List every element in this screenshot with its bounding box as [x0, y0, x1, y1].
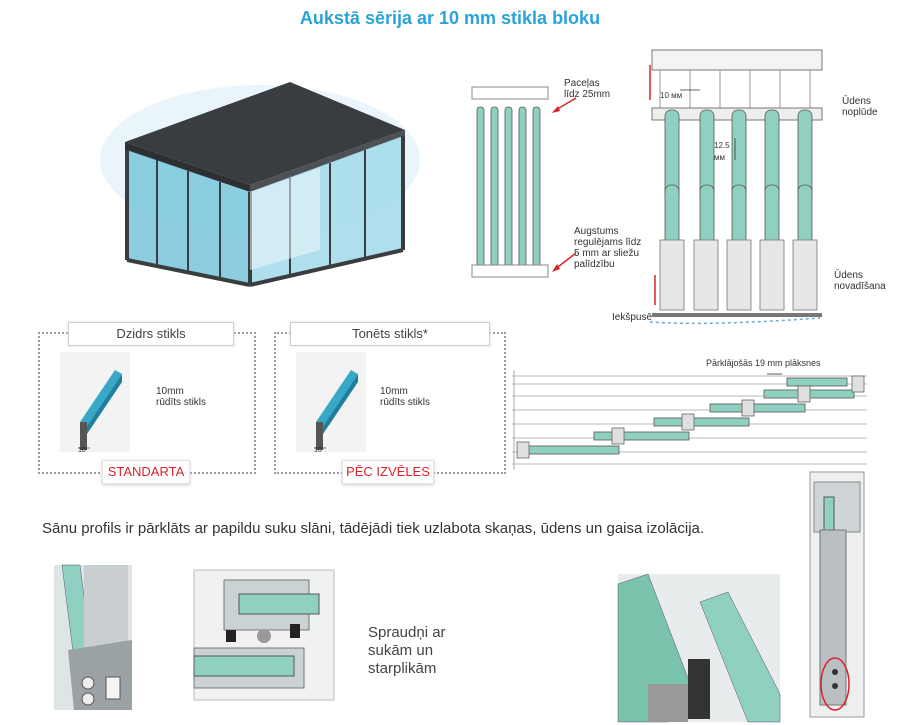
height-label-1: Augstums: [574, 226, 619, 237]
glass-thickness-label: 10 мм: [660, 91, 683, 100]
lift-label-1: Paceļas: [564, 78, 600, 89]
gap-label: 12.5: [714, 141, 730, 150]
vertical-profile-detail-image: [809, 471, 865, 718]
height-label-2: regulējams līdz: [574, 237, 642, 248]
lift-arrow: [552, 97, 577, 113]
overlap-label: Pārklājošās 19 mm plāksnes: [706, 358, 821, 368]
lift-section-diagram: [471, 86, 549, 278]
tinted-glass-scale: 10: [314, 447, 322, 454]
detailed-section-diagram: [649, 49, 823, 325]
overlap-panels-diagram: [512, 370, 867, 470]
clips-detail-image: [193, 569, 335, 701]
gap-unit-label: мм: [714, 153, 725, 162]
water-top-label-2: noplūde: [842, 107, 878, 118]
tinted-glass-desc-1: 10mm: [380, 386, 408, 397]
height-label-3: 5 mm ar sliežu: [574, 248, 640, 259]
clear-glass-section-icon: [60, 352, 130, 452]
clear-glass-desc-2: rūdīts stikls: [156, 397, 207, 408]
glass-option-clear-label: Dzidrs stikls: [68, 322, 234, 346]
standard-badge: STANDARTA: [102, 460, 190, 484]
tinted-glass-section-icon: [296, 352, 366, 452]
clear-glass-scale: 10: [78, 447, 86, 454]
page-title: Aukstā sērija ar 10 mm stikla bloku: [299, 8, 601, 28]
water-bottom-label-2: novadīšana: [834, 281, 886, 292]
side-profile-detail-image: [54, 564, 132, 710]
corner-seal-detail-image: [617, 573, 781, 723]
tinted-glass-desc-2: rūdīts stikls: [380, 397, 431, 408]
height-arrow: [552, 252, 577, 272]
pergola-illustration: [100, 82, 420, 287]
optional-badge: PĒC IZVĒLES: [342, 460, 434, 484]
water-bottom-label-1: Ūdens: [834, 270, 863, 281]
water-top-label-1: Ūdens: [842, 96, 871, 107]
clear-glass-desc-1: 10mm: [156, 386, 184, 397]
glass-option-tinted-label: Tonēts stikls*: [290, 322, 490, 346]
height-label-4: palīdzību: [574, 259, 615, 270]
clips-label-1: Spraudņi ar: [368, 624, 446, 641]
inside-label: Iekšpusē: [612, 312, 653, 323]
side-profile-description: Sānu profils ir pārklāts ar papildu suku…: [42, 520, 705, 537]
clips-label-3: starplikām: [368, 660, 437, 677]
lift-label-2: līdz 25mm: [564, 89, 611, 100]
clips-label-2: sukām un: [368, 642, 434, 659]
